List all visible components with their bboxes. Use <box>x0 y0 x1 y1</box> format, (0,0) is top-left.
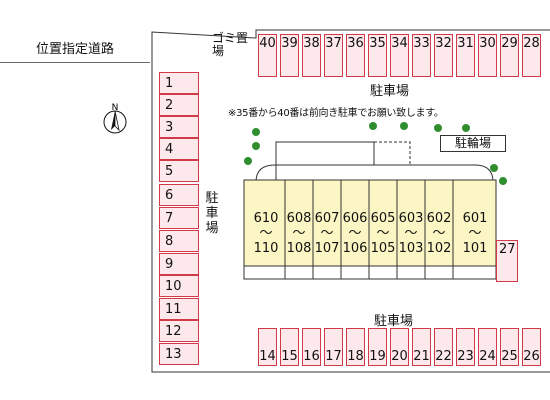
parking-stall-39: 39 <box>280 34 299 77</box>
parking-stall-34: 34 <box>390 34 409 77</box>
unit-bottom: 103 <box>398 241 424 256</box>
unit-605: 605 〜 105 <box>369 182 397 266</box>
parking-stall-31: 31 <box>456 34 475 77</box>
parking-stall-29: 29 <box>500 34 519 77</box>
parking-stall-27: 27 <box>496 240 518 282</box>
parking-label-bottom: 駐車場 <box>374 314 414 329</box>
parking-stall-36: 36 <box>346 34 365 77</box>
unit-tilde: 〜 <box>468 226 482 241</box>
unit-bottom: 105 <box>370 241 396 256</box>
unit-603: 603 〜 103 <box>397 182 425 266</box>
tree-icon <box>434 124 442 132</box>
tree-icon <box>490 164 498 172</box>
parking-stall-40: 40 <box>258 34 277 77</box>
tree-icon <box>400 122 408 130</box>
parking-stall-23: 23 <box>456 328 475 366</box>
unit-bottom: 110 <box>253 241 279 256</box>
parking-stall-32: 32 <box>434 34 453 77</box>
parking-stall-10: 10 <box>159 275 199 297</box>
unit-bottom: 108 <box>286 241 312 256</box>
parking-stall-14: 14 <box>258 328 277 366</box>
parking-stall-19: 19 <box>368 328 387 366</box>
unit-top: 606 <box>342 211 368 226</box>
parking-stall-26: 26 <box>522 328 541 366</box>
parking-stall-8: 8 <box>159 230 199 252</box>
unit-bottom: 102 <box>426 241 452 256</box>
parking-stall-37: 37 <box>324 34 343 77</box>
unit-tilde: 〜 <box>348 226 362 241</box>
unit-top: 608 <box>286 211 312 226</box>
parking-stall-7: 7 <box>159 207 199 229</box>
garbage-area-label: ゴミ置場 <box>212 32 252 58</box>
unit-606: 606 〜 106 <box>341 182 369 266</box>
parking-stall-4: 4 <box>159 138 199 160</box>
tree-icon <box>462 124 470 132</box>
unit-610: 610 〜 110 <box>250 182 282 266</box>
building-roof-line <box>255 164 494 183</box>
unit-top: 601 <box>462 211 488 226</box>
parking-stall-24: 24 <box>478 328 497 366</box>
unit-bottom: 101 <box>462 241 488 256</box>
parking-stall-9: 9 <box>159 253 199 275</box>
parking-stall-11: 11 <box>159 298 199 320</box>
parking-stall-6: 6 <box>159 184 199 206</box>
unit-607: 607 〜 107 <box>313 182 341 266</box>
parking-stall-21: 21 <box>412 328 431 366</box>
parking-stall-35: 35 <box>368 34 387 77</box>
parking-label-side: 駐車場 <box>205 191 221 236</box>
parking-stall-38: 38 <box>302 34 321 77</box>
unit-top: 605 <box>370 211 396 226</box>
parking-stall-13: 13 <box>159 343 199 365</box>
parking-stall-25: 25 <box>500 328 519 366</box>
unit-bottom: 107 <box>314 241 340 256</box>
parking-stall-30: 30 <box>478 34 497 77</box>
parking-stall-20: 20 <box>390 328 409 366</box>
building-balcony <box>243 265 497 280</box>
unit-tilde: 〜 <box>404 226 418 241</box>
unit-bottom: 106 <box>342 241 368 256</box>
north-label: N <box>112 103 119 113</box>
tree-icon <box>252 142 260 150</box>
tree-icon <box>252 128 260 136</box>
tree-icon <box>244 157 252 165</box>
unit-tilde: 〜 <box>259 226 273 241</box>
parking-stall-33: 33 <box>412 34 431 77</box>
parking-stall-18: 18 <box>346 328 365 366</box>
parking-stall-15: 15 <box>280 328 299 366</box>
parking-note: ※35番から40番は前向き駐車でお願い致します。 <box>228 108 444 119</box>
building-dashed <box>373 141 411 166</box>
unit-601: 601 〜 101 <box>455 182 495 266</box>
parking-stall-16: 16 <box>302 328 321 366</box>
parking-stall-5: 5 <box>159 160 199 182</box>
building-upper <box>275 141 375 182</box>
parking-label-side-text: 駐車場 <box>205 191 219 236</box>
parking-stall-12: 12 <box>159 320 199 342</box>
parking-stall-17: 17 <box>324 328 343 366</box>
unit-top: 602 <box>426 211 452 226</box>
unit-top: 610 <box>253 211 279 226</box>
parking-stall-1: 1 <box>159 72 199 94</box>
unit-608: 608 〜 108 <box>285 182 313 266</box>
north-arrow-icon: N <box>103 103 127 134</box>
bicycle-parking: 駐輪場 <box>440 135 506 152</box>
parking-stall-3: 3 <box>159 116 199 138</box>
unit-tilde: 〜 <box>292 226 306 241</box>
unit-tilde: 〜 <box>376 226 390 241</box>
lot-boundary <box>151 29 550 373</box>
road-label: 位置指定道路 <box>35 42 114 57</box>
parking-stall-22: 22 <box>434 328 453 366</box>
unit-602: 602 〜 102 <box>425 182 453 266</box>
unit-tilde: 〜 <box>432 226 446 241</box>
road-divider <box>0 62 150 63</box>
unit-top: 607 <box>314 211 340 226</box>
garbage-label-text: ゴミ置場 <box>212 31 249 58</box>
tree-icon <box>499 177 507 185</box>
parking-stall-2: 2 <box>159 94 199 116</box>
parking-label-top: 駐車場 <box>370 84 410 99</box>
unit-top: 603 <box>398 211 424 226</box>
parking-stall-28: 28 <box>522 34 541 77</box>
tree-icon <box>369 122 377 130</box>
unit-tilde: 〜 <box>320 226 334 241</box>
